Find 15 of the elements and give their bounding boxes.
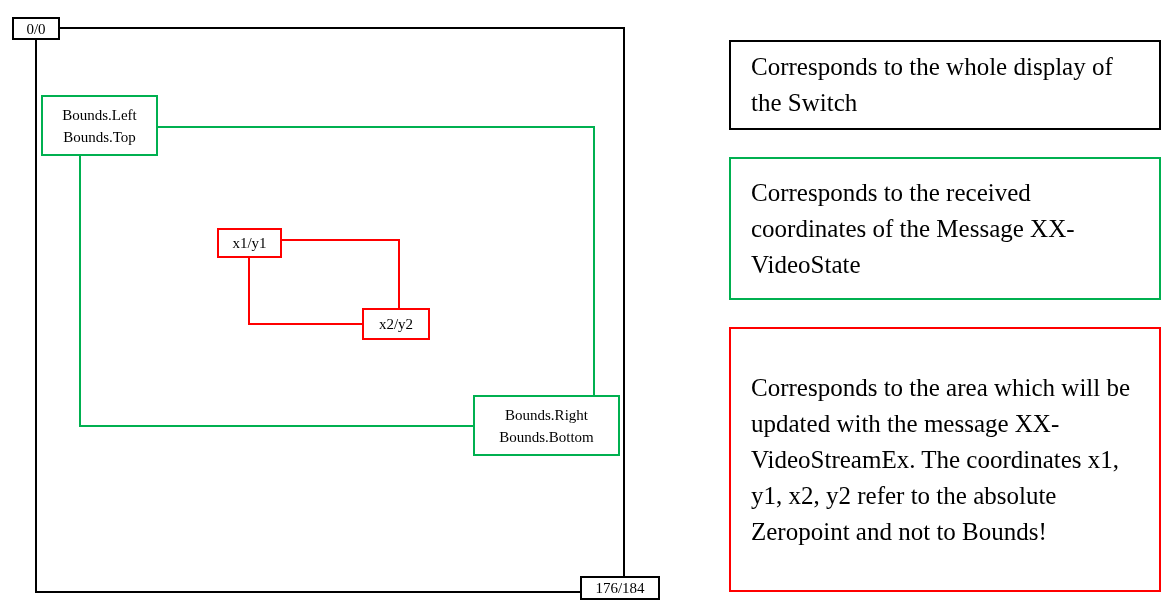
connector-line	[35, 39, 581, 593]
coordinate-label-box: 176/184	[580, 576, 660, 600]
connector-line	[248, 257, 363, 325]
description-box: Corresponds to the whole display of the Switch	[729, 40, 1161, 130]
coordinate-label-box: 0/0	[12, 17, 60, 40]
connector-line	[79, 155, 474, 427]
connector-line	[59, 27, 625, 577]
connector-line	[157, 126, 595, 396]
coordinate-label-box: Bounds.Left Bounds.Top	[41, 95, 158, 156]
description-box: Corresponds to the area which will be updated with the message XX-VideoStreamEx. The coordinates x1, y1, x2, y2 refer to the absolute Zeropoint and not to Bounds!	[729, 327, 1161, 592]
coordinate-label-box: x2/y2	[362, 308, 430, 340]
coordinate-label-box: x1/y1	[217, 228, 282, 258]
coordinate-label-box: Bounds.Right Bounds.Bottom	[473, 395, 620, 456]
description-box: Corresponds to the received coordinates of the Message XX-VideoState	[729, 157, 1161, 300]
connector-line	[281, 239, 400, 309]
